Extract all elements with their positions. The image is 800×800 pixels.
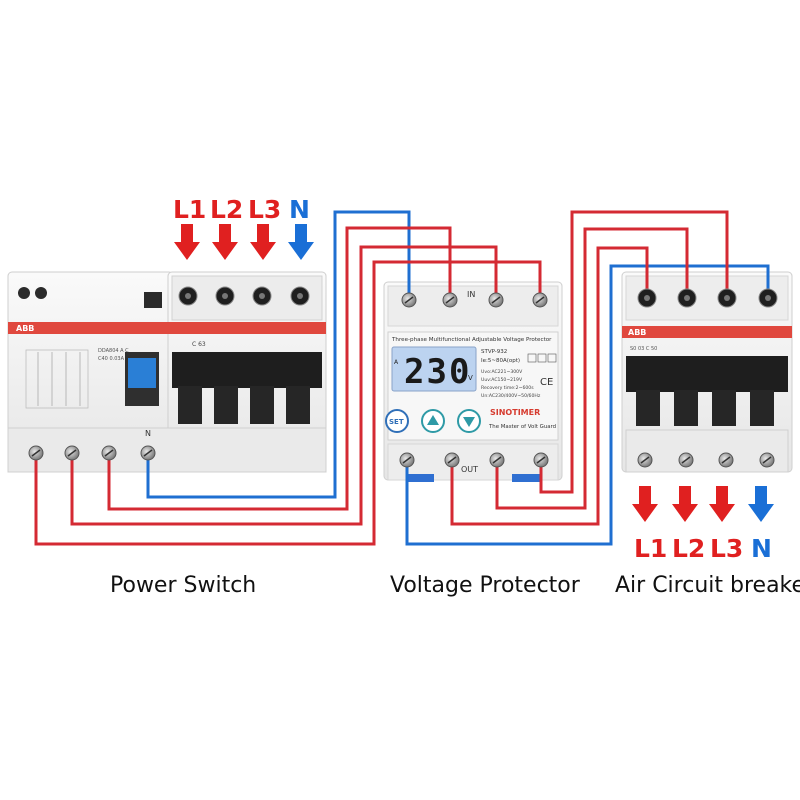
ps-top-terminal-4-screw: [297, 293, 303, 299]
ps-spec-2: C40 0.03A: [98, 356, 125, 362]
vp-out-terminal-4-slot: [536, 456, 546, 464]
ps-bottom-terminal-4-slot: [143, 449, 153, 457]
bottom-arrow-l1: [632, 486, 658, 522]
top-phase-l3: L3: [248, 195, 282, 224]
top-phase-n: N: [289, 195, 310, 224]
vp-in-terminal-2-slot: [445, 296, 455, 304]
set-button-label: SET: [389, 418, 404, 426]
wire-l2-ps-to-vp: [70, 245, 498, 526]
up-arrow-icon: [427, 415, 439, 425]
bottom-phase-l2: L2: [672, 534, 706, 563]
vp-spec-4: Un:AC230/400V~50/60Hz: [481, 393, 541, 399]
top-arrow-l2: [212, 224, 238, 260]
power-switch-device: ABB DDA804 A C C40 0.03A C 63 N: [7, 271, 327, 473]
down-arrow-icon: [463, 417, 475, 427]
vp-unit-left: A: [394, 359, 399, 366]
ps-top-terminal-1-screw: [185, 293, 191, 299]
top-arrow-l1: [174, 224, 200, 260]
vp-spec-3: Recovery time:2~600s: [481, 385, 534, 391]
set-button[interactable]: SET: [385, 409, 409, 433]
bottom-arrow-l2: [672, 486, 698, 522]
acb-bottom-terminal-3-slot: [721, 456, 731, 464]
wire-n-vp-to-acb: [405, 264, 770, 546]
wire-l1-vp-to-acb: [450, 246, 649, 526]
vp-out-terminal-2-slot: [447, 456, 457, 464]
vp-title: Three-phase Multifunctional Adjustable V…: [391, 337, 552, 343]
vp-out-label: OUT: [461, 465, 478, 474]
vp-brand: SINOTIMER: [490, 408, 540, 417]
acb-top-terminal-4-screw: [765, 295, 771, 301]
acb-top-terminal-1-screw: [644, 295, 650, 301]
ps-bottom-terminal-3-slot: [104, 449, 114, 457]
vp-tagline: The Master of Volt Guard: [488, 424, 556, 430]
bottom-phase-l3: L3: [710, 534, 744, 563]
air-circuit-breaker-device: ABB S0 03 C 50: [621, 271, 793, 473]
wire-l3-vp-to-acb: [539, 210, 729, 494]
bottom-arrow-n: [748, 486, 774, 522]
top-arrow-l3: [250, 224, 276, 260]
acb-brand: ABB: [628, 328, 646, 337]
vp-out-terminal-3-slot: [492, 456, 502, 464]
wire-l2-vp-to-acb: [495, 227, 689, 510]
voltage-protector-device: Three-phase Multifunctional Adjustable V…: [383, 281, 563, 482]
vp-in-terminal-1-slot: [404, 296, 414, 304]
bottom-phase-l1: L1: [634, 534, 668, 563]
vp-in-terminal-4-slot: [535, 296, 545, 304]
caption-voltage-protector: Voltage Protector: [390, 573, 580, 598]
vp-in-terminal-3-slot: [491, 296, 501, 304]
terminals-layer: [28, 286, 778, 468]
ps-rating: C 63: [192, 341, 206, 348]
svg-text:CE: CE: [540, 377, 553, 388]
ps-bottom-terminal-1-slot: [31, 449, 41, 457]
acb-rating: S0 03 C 50: [630, 346, 657, 352]
ps-terminal-n: N: [145, 429, 151, 438]
wire-l3-ps-to-vp: [107, 226, 452, 511]
ps-brand: ABB: [16, 324, 34, 333]
arrows-layer: [174, 224, 774, 522]
ps-bottom-terminal-2-slot: [67, 449, 77, 457]
vp-out-terminal-1-slot: [402, 456, 412, 464]
top-phase-l2: L2: [210, 195, 244, 224]
ps-spec-1: DDA804 A C: [98, 348, 129, 354]
vp-in-label: IN: [467, 290, 475, 299]
ps-top-terminal-3-screw: [259, 293, 265, 299]
wire-l1-ps-to-vp: [34, 260, 542, 546]
ps-top-terminal-2-screw: [222, 293, 228, 299]
acb-bottom-terminal-1-slot: [640, 456, 650, 464]
vp-spec-2: Uuv:AC150~219V: [481, 377, 523, 383]
acb-bottom-terminal-4-slot: [762, 456, 772, 464]
wires-layer: [34, 210, 770, 546]
top-arrow-n: [288, 224, 314, 260]
top-phase-l1: L1: [173, 195, 207, 224]
acb-bottom-terminal-2-slot: [681, 456, 691, 464]
up-button[interactable]: [421, 409, 445, 433]
bottom-arrow-l3: [709, 486, 735, 522]
vp-display-value: 230: [404, 352, 471, 392]
vp-model: STVP-932: [481, 349, 507, 355]
acb-top-terminal-2-screw: [684, 295, 690, 301]
vp-spec-1: Uvo:AC221~300V: [481, 369, 523, 375]
acb-top-terminal-3-screw: [724, 295, 730, 301]
vp-unit-right: V: [468, 374, 473, 382]
caption-power-switch: Power Switch: [110, 573, 257, 598]
down-button[interactable]: [457, 409, 481, 433]
vp-current: Ie:5~80A(opt): [481, 358, 520, 364]
caption-air-breaker: Air Circuit breaker: [615, 573, 800, 598]
bottom-phase-n: N: [751, 534, 772, 563]
